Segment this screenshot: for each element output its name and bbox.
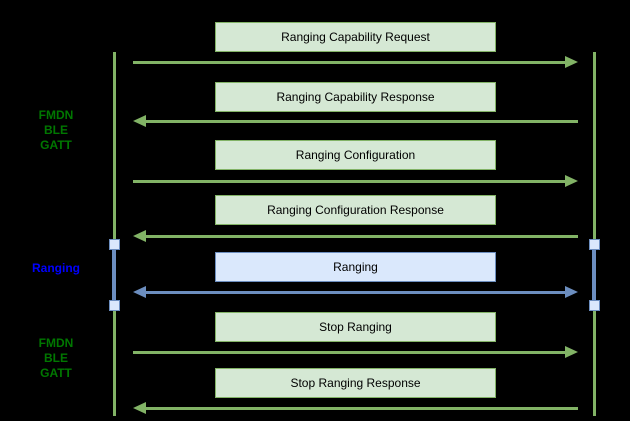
section-label-fmdn-ble-gatt-bottom: FMDN BLE GATT: [16, 336, 96, 381]
section-label-line: GATT: [40, 366, 72, 380]
arrowhead-right-icon: [565, 286, 578, 298]
message-label: Ranging Capability Response: [276, 90, 435, 104]
left-activation-bar: [112, 249, 116, 301]
arrow-shaft: [143, 406, 578, 410]
right-activation-bar: [592, 249, 596, 301]
message-label: Ranging: [333, 260, 378, 274]
arrowhead-right-icon: [565, 346, 578, 358]
activation-marker: [109, 239, 120, 250]
section-label-line: GATT: [40, 138, 72, 152]
arrowhead-right-icon: [565, 175, 578, 187]
arrow-shaft: [143, 290, 568, 294]
section-label-line: BLE: [44, 351, 68, 365]
message-box: Stop Ranging: [215, 312, 496, 342]
arrowhead-left-icon: [133, 402, 146, 414]
message-arrow: [133, 56, 578, 68]
message-label: Ranging Capability Request: [281, 30, 430, 44]
message-arrow: [133, 115, 578, 127]
arrow-shaft: [143, 119, 578, 123]
message-box: Ranging: [215, 252, 496, 282]
message-arrow: [133, 230, 578, 242]
arrowhead-right-icon: [565, 56, 578, 68]
message-label: Ranging Configuration: [295, 148, 416, 162]
section-label-line: BLE: [44, 123, 68, 137]
activation-marker: [589, 300, 600, 311]
message-arrow: [133, 175, 578, 187]
activation-marker: [109, 300, 120, 311]
message-label: Ranging Configuration Response: [267, 203, 444, 217]
section-label-ranging: Ranging: [16, 261, 96, 276]
section-label-fmdn-ble-gatt-top: FMDN BLE GATT: [16, 108, 96, 153]
arrow-shaft: [133, 179, 568, 183]
activation-marker: [589, 239, 600, 250]
arrow-shaft: [133, 60, 568, 64]
message-arrow: [133, 286, 578, 298]
section-label-line: FMDN: [38, 336, 74, 350]
message-label: Stop Ranging: [319, 320, 392, 334]
left-lifeline: [113, 52, 116, 416]
message-box: Ranging Capability Response: [215, 82, 496, 112]
arrowhead-left-icon: [133, 286, 146, 298]
message-box: Ranging Configuration Response: [215, 195, 496, 225]
arrowhead-left-icon: [133, 230, 146, 242]
message-box: Stop Ranging Response: [215, 368, 496, 398]
section-label-line: FMDN: [38, 108, 74, 122]
right-lifeline: [593, 52, 596, 416]
message-box: Ranging Configuration: [215, 140, 496, 170]
message-box: Ranging Capability Request: [215, 22, 496, 52]
message-label: Stop Ranging Response: [290, 376, 421, 390]
message-arrow: [133, 402, 578, 414]
message-arrow: [133, 346, 578, 358]
section-label-line: Ranging: [32, 261, 80, 275]
arrow-shaft: [133, 350, 568, 354]
arrow-shaft: [143, 234, 578, 238]
arrowhead-left-icon: [133, 115, 146, 127]
